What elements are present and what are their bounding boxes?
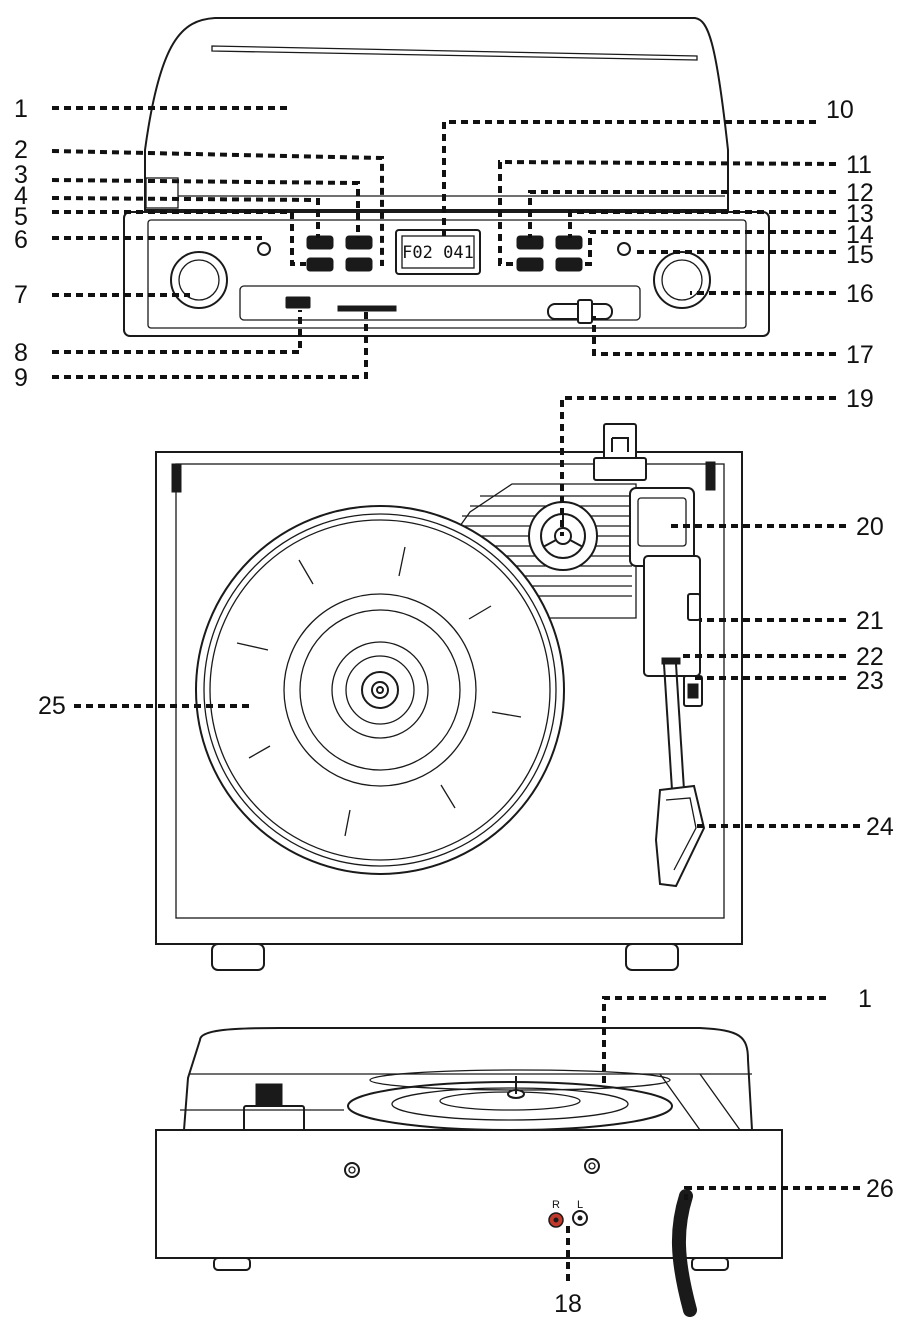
leader-1-rear: [602, 996, 826, 1084]
leader-19: [560, 396, 836, 536]
rear-foot-left: [213, 1257, 251, 1271]
top-view: [155, 423, 743, 971]
sd-card-slot: [337, 305, 397, 312]
indicator-led-right: [617, 242, 631, 256]
callout-11: 11: [846, 151, 872, 179]
leader-3: [51, 178, 360, 238]
callout-18: 18: [554, 1290, 582, 1317]
callout-3: 3: [14, 161, 28, 189]
dust-cover-highlight: [211, 45, 698, 61]
callout-6: 6: [14, 226, 28, 254]
leader-12: [528, 190, 836, 238]
rear-screw-left: [344, 1162, 360, 1178]
tonearm: [629, 487, 706, 888]
leader-10: [442, 120, 816, 236]
plinth-foot-right: [625, 943, 679, 971]
front-view: F02 041: [123, 17, 770, 337]
leader-11: [498, 159, 837, 266]
callout-13: 13: [846, 200, 874, 228]
callout-22: 22: [856, 643, 884, 671]
callout-2: 2: [14, 136, 28, 164]
callout-12: 12: [846, 179, 874, 207]
rear-cover-side: [659, 1073, 741, 1131]
lower-strip: [239, 285, 641, 321]
rear-platter-rim: [369, 1069, 671, 1091]
callout-16: 16: [846, 280, 874, 308]
leader-26: [684, 1186, 860, 1200]
callout-10: 10: [826, 96, 854, 124]
right-button-bottom-left: [516, 257, 544, 272]
callout-23: 23: [856, 667, 884, 695]
left-button-top-right: [345, 235, 373, 250]
callout-19: 19: [846, 385, 874, 413]
lcd-display-text: F02 041: [402, 243, 474, 263]
lcd-display-screen: [401, 235, 475, 269]
usb-port: [285, 296, 311, 309]
top-plinth-inner: [175, 463, 725, 919]
callout-1-rear: 1: [858, 985, 872, 1013]
callout-21: 21: [856, 607, 884, 635]
leader-14: [582, 230, 836, 266]
power-cord: [671, 1189, 697, 1317]
callout-17: 17: [846, 341, 874, 369]
leader-4: [51, 196, 320, 238]
callout-15: 15: [846, 241, 874, 269]
rca-label-left: L: [577, 1199, 583, 1211]
callout-24: 24: [866, 813, 894, 841]
callout-7: 7: [14, 281, 28, 309]
callout-14: 14: [846, 221, 874, 249]
left-button-bottom-right: [345, 257, 373, 272]
callout-4: 4: [14, 182, 28, 210]
front-panel: [147, 219, 747, 329]
platter: [195, 505, 565, 875]
callout-1-top: 1: [14, 95, 28, 123]
right-knob-inner: [661, 259, 703, 301]
leader-5: [52, 210, 306, 266]
callout-9: 9: [14, 364, 28, 392]
callout-25: 25: [38, 692, 66, 720]
leader-13: [568, 210, 836, 238]
cover-hinge-mark-left: [171, 463, 182, 493]
rear-record-outer: [347, 1081, 673, 1131]
callout-5: 5: [14, 203, 28, 231]
lcd-display-frame: [395, 229, 481, 275]
rear-view: R L: [155, 1027, 783, 1317]
callout-26: 26: [866, 1175, 894, 1203]
left-knob-inner: [178, 259, 220, 301]
left-button-bottom-left: [306, 257, 334, 272]
leader-lines: [51, 106, 860, 1284]
plinth-foot-left: [211, 943, 265, 971]
cover-hinge-mark-right: [705, 461, 716, 491]
indicator-led-left: [257, 242, 271, 256]
leader-17: [592, 316, 836, 356]
function-slider-knob: [577, 299, 593, 324]
right-button-bottom-right: [555, 257, 583, 272]
callout-8: 8: [14, 339, 28, 367]
callout-numbers: 1 2 3 4 5 6 7 8 9 10 11 12 13 14 15 16 1…: [14, 95, 894, 1317]
callout-20: 20: [856, 513, 884, 541]
leader-9: [52, 312, 368, 379]
rear-foot-right: [691, 1257, 729, 1271]
rear-screw-right: [584, 1158, 600, 1174]
leader-8: [52, 310, 302, 354]
rca-label-right: R: [552, 1199, 560, 1211]
leader-2: [51, 149, 384, 266]
